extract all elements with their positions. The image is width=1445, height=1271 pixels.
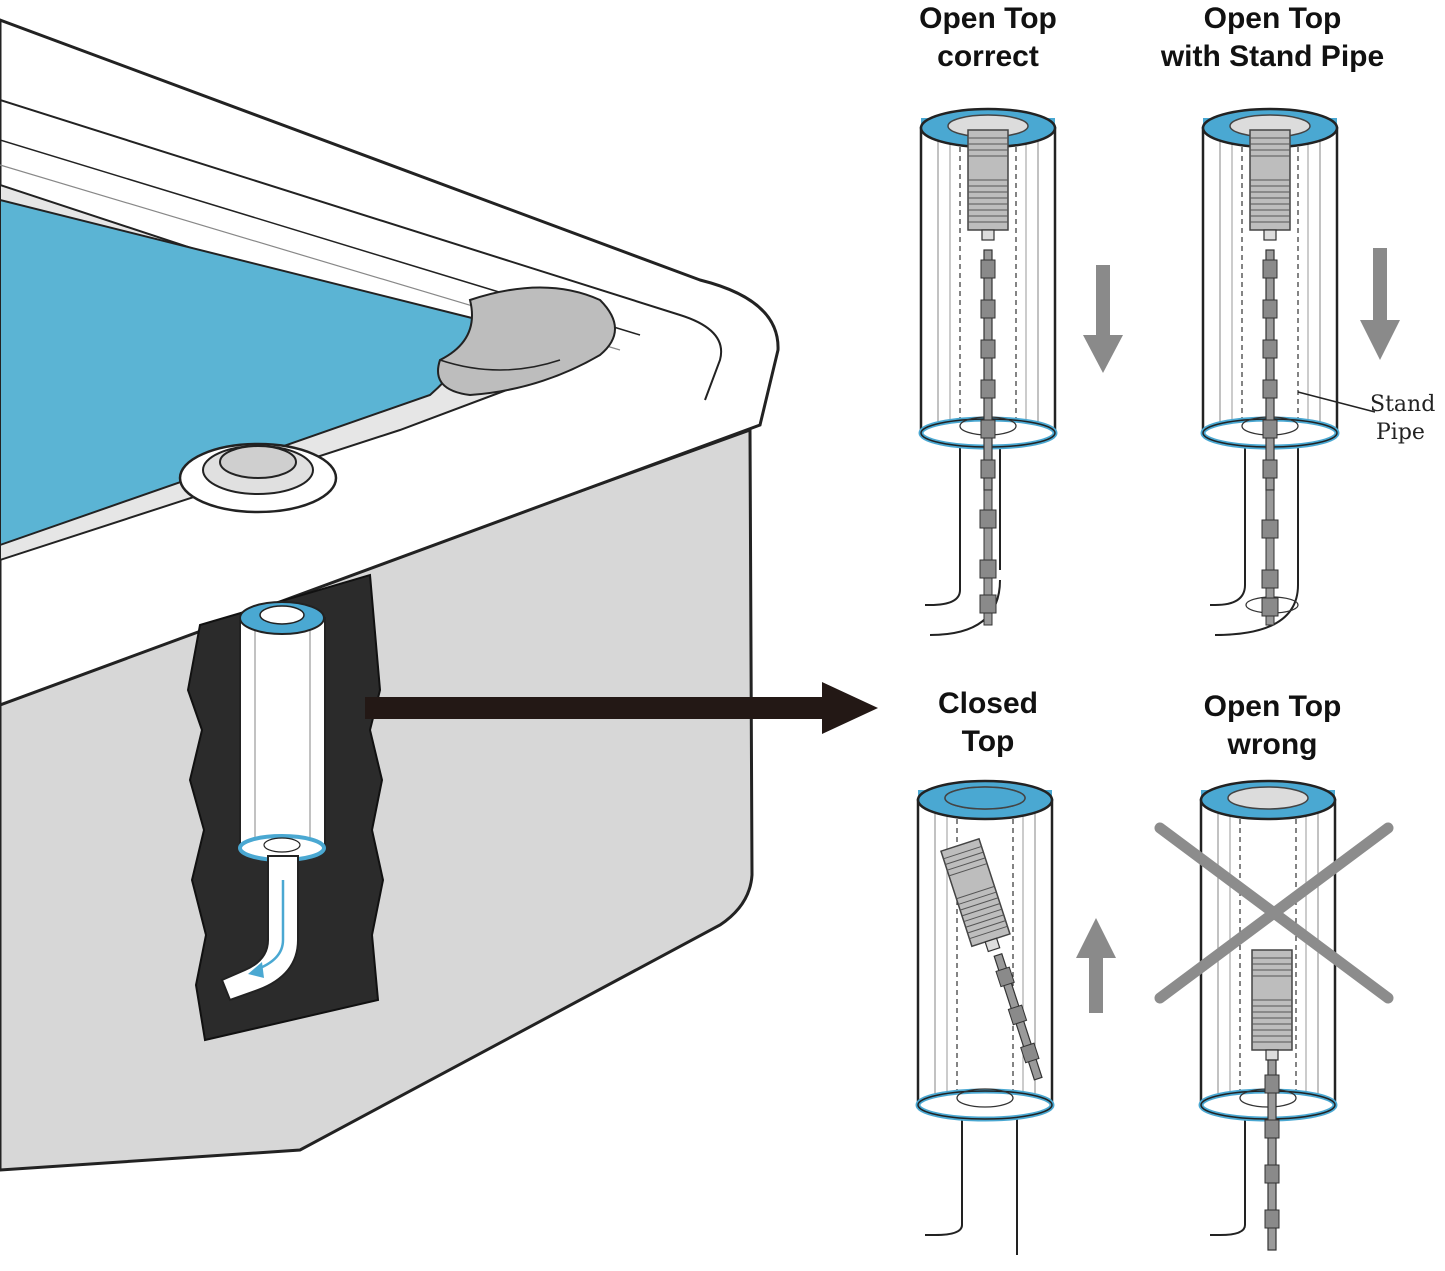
- title-line: correct: [937, 40, 1039, 73]
- title-open-top-wrong: Open Top wrong: [1160, 688, 1385, 764]
- title-line: Open Top: [919, 2, 1057, 35]
- title-line: Top: [961, 725, 1015, 758]
- stand-pipe-leader: [1297, 391, 1376, 413]
- panel-closed-top: [918, 781, 1116, 1255]
- drain-cap: [178, 442, 338, 514]
- title-line: Open Top: [1203, 2, 1342, 35]
- title-line: Open Top: [1203, 690, 1342, 723]
- stand-pipe-callout: Stand Pipe: [1370, 391, 1445, 447]
- cross-mark-icon: [1154, 822, 1394, 1004]
- pointer-arrow: [365, 682, 878, 734]
- title-line: wrong: [1227, 728, 1318, 761]
- arrow-down-icon: [1083, 265, 1123, 373]
- title-open-top-with-stand-pipe: Open Top with Stand Pipe: [1130, 0, 1415, 76]
- hot-tub-illustration: [0, 18, 780, 1172]
- arrow-up-icon: [1076, 918, 1116, 1013]
- title-line: with Stand Pipe: [1160, 40, 1385, 73]
- title-line: Closed: [937, 687, 1039, 720]
- panel-open-top-correct: [921, 109, 1123, 636]
- panel-open-top-wrong: [1154, 781, 1394, 1251]
- callout-line: Stand: [1370, 392, 1436, 417]
- panel-open-top-with-stand-pipe: [1203, 109, 1400, 636]
- arrow-down-icon: [1360, 248, 1400, 360]
- title-open-top-correct: Open Top correct: [878, 0, 1098, 76]
- title-closed-top: Closed Top: [878, 685, 1098, 761]
- filter-in-cavity: [220, 601, 326, 1002]
- callout-line: Pipe: [1376, 420, 1425, 445]
